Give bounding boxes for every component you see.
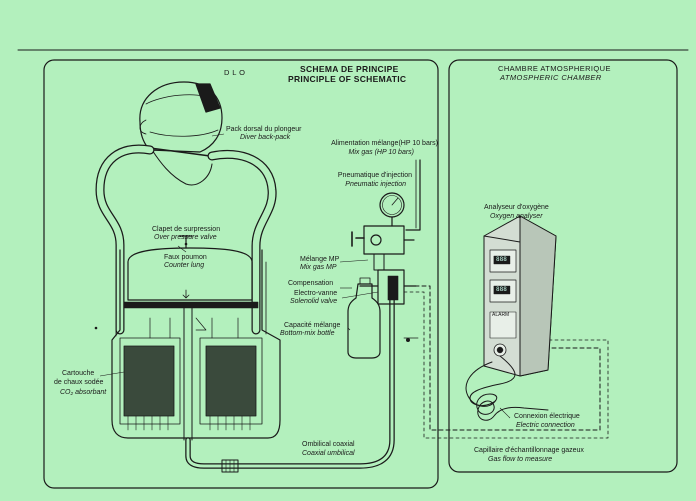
chamber-title-en: ATMOSPHERIC CHAMBER (500, 73, 602, 82)
cartridge-label-2: de chaux sodée (54, 379, 104, 386)
solenoid-label: Electro-vanne (294, 290, 338, 297)
gas-sampling-line (407, 285, 601, 431)
sampling-label: Capillaire d'échantillonnage gazeux (474, 447, 584, 454)
cartridge-label-1: Cartouche (62, 370, 95, 377)
oxygen-analyser-device (483, 215, 557, 377)
left-canister (123, 345, 175, 417)
overpressure-label-en: Over pressure valve (154, 234, 217, 241)
counterlung-label-en: Counter lung (164, 262, 205, 269)
bottle-label-en: Bottom-mix bottle (280, 330, 335, 337)
left-panel-frame (43, 59, 439, 489)
electrical-label-en: Electric connection (516, 422, 575, 429)
compensation-label: Compensation (288, 280, 334, 287)
solenoid-valve (377, 269, 405, 305)
counter-lung (127, 247, 253, 301)
dlo-tag: D L O (224, 68, 246, 77)
bottle-label: Capacité mélange (284, 322, 341, 329)
left-canister-housing (119, 337, 181, 425)
analyser-label-en: Oxygen analyser (490, 213, 543, 220)
device-readout-1: 888 (496, 256, 507, 263)
schematic-title-fr: SCHEMA DE PRINCIPE (300, 64, 399, 74)
backpack-label: Pack dorsal du plongeur (226, 126, 302, 133)
mix-mp-label-en: Mix gas MP (300, 264, 337, 271)
cartridge-label-en: CO₂ absorbant (60, 389, 107, 396)
backpack-label-en: Diver back-pack (240, 134, 291, 141)
coiled-cable (469, 355, 549, 421)
right-panel-frame (448, 59, 678, 473)
umbilical-label: Ombilical coaxial (302, 441, 355, 448)
mix-supply-line (405, 159, 421, 231)
mix-supply-label: Alimentation mélange(HP 10 bars) (331, 140, 438, 147)
analyser-label: Analyseur d'oxygène (484, 204, 549, 211)
right-canister (205, 345, 257, 417)
mix-supply-label-en: Mix gas (HP 10 bars) (348, 149, 414, 156)
electrical-label: Connexion électrique (514, 413, 580, 420)
right-canister-housing (199, 337, 263, 425)
backpack-body (111, 249, 281, 439)
device-readout-2: 888 (496, 286, 507, 293)
pneumatic-label-en: Pneumatic injection (345, 181, 406, 188)
schematic-title-en: PRINCIPLE OF SCHEMATIC (288, 74, 407, 84)
solenoid-label-en: Solenolid valve (290, 298, 338, 305)
pneumatic-label: Pneumatique d'injection (337, 172, 412, 179)
sampling-label-en: Gas flow to measure (488, 456, 553, 463)
mix-bottle (347, 283, 381, 359)
umbilical-label-en: Coaxial umbilical (302, 450, 355, 457)
mix-mp-label: Mélange MP (300, 256, 340, 263)
counterlung-label: Faux poumon (164, 254, 207, 261)
diver-helmet (139, 81, 223, 186)
valve-block (363, 225, 405, 255)
device-brand: ALARM (492, 312, 510, 318)
chamber-title-fr: CHAMBRE ATMOSPHERIQUE (498, 64, 611, 73)
overpressure-label: Clapet de surpression (152, 226, 221, 233)
